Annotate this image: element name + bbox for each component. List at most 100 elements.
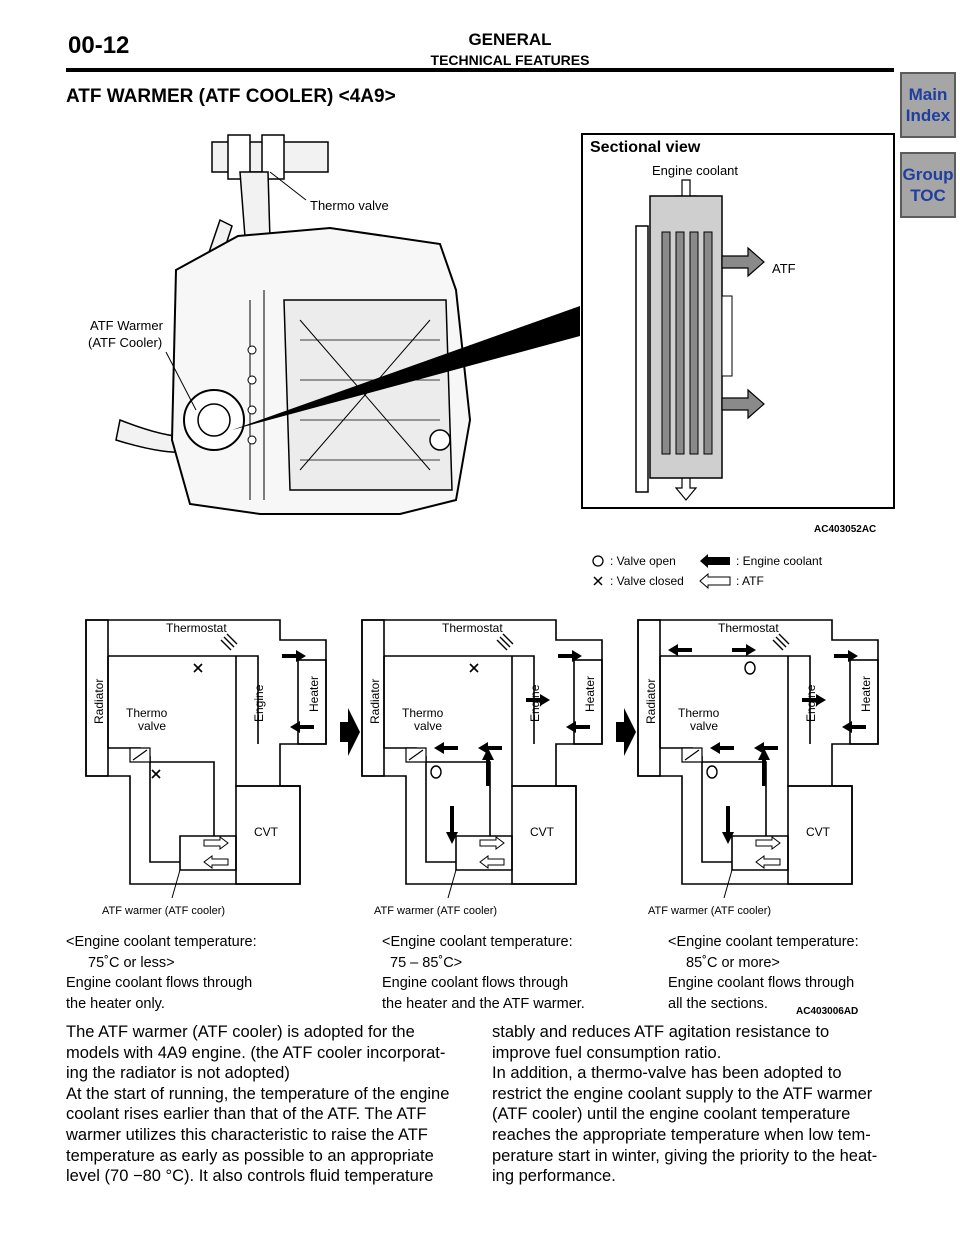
- stage2-caption-line: 75 – 85˚C>: [390, 954, 463, 971]
- stage2-caption-line: the heater and the ATF warmer.: [382, 995, 585, 1012]
- stage3-heater-label: Heater: [859, 676, 873, 712]
- stage3-coolant-arrow: [834, 650, 858, 662]
- stage2-coolant-arrow: [566, 721, 590, 733]
- stage2-thermo-valve-label-2: valve: [414, 719, 442, 733]
- stage2-thermo-valve-label-1: Thermo: [402, 706, 444, 720]
- stage2-valve-open-icon: [430, 765, 442, 779]
- stage2-coolant-arrow: [526, 694, 550, 706]
- stage3-atf-warmer-leader: [723, 869, 733, 899]
- main-index-button[interactable]: Main Index: [900, 72, 956, 138]
- section-pointer: [232, 306, 580, 430]
- transaxle-illustration: [170, 226, 472, 515]
- stage1-heater-box: [297, 659, 327, 745]
- stage3-radiator-box: [637, 619, 661, 777]
- stage2-heater-label: Heater: [583, 676, 597, 712]
- body-line: restrict the engine coolant supply to th…: [492, 1084, 873, 1103]
- stage2-coolant-arrow: [478, 742, 502, 754]
- body-line: In addition, a thermo-valve has been ado…: [492, 1064, 842, 1083]
- stage3-atf-warmer-label: ATF warmer (ATF cooler): [648, 905, 771, 917]
- valve-closed-icon: [593, 576, 603, 586]
- body-line: coolant rises earlier than that of the A…: [66, 1105, 427, 1124]
- stage3-heater-box: [849, 659, 879, 745]
- stage3-coolant-arrow: [668, 644, 692, 656]
- valve-open-icon: [592, 555, 604, 567]
- stage3-cvt-box: [787, 785, 853, 885]
- page-title: ATF WARMER (ATF COOLER) <4A9>: [66, 86, 396, 107]
- group-toc-button[interactable]: Group TOC: [900, 152, 956, 218]
- figure2-code: AC403006AD: [796, 1006, 859, 1017]
- stage3-coolant-arrow: [722, 806, 734, 844]
- stage1-coolant-arrow: [290, 721, 314, 733]
- atf-warmer-label-2: (ATF Cooler): [88, 335, 162, 350]
- stage2-caption-line: Engine coolant flows through: [382, 975, 569, 991]
- stage1-thermo-valve-hatch: [132, 749, 148, 761]
- stage1-valve-closed-icon: [193, 663, 203, 673]
- stage3-circuit-inner: [659, 655, 852, 863]
- stage1-atf-arrow: [203, 855, 229, 869]
- main-index-label-2: Index: [905, 106, 951, 125]
- stage1-cvt-label: CVT: [254, 825, 279, 839]
- stage2-thermostat-icon: [496, 633, 514, 651]
- sectional-view-title: Sectional view: [590, 139, 701, 156]
- engine-coolant-label: Engine coolant: [652, 163, 738, 178]
- stage2-caption: <Engine coolant temperature: 75 – 85˚C> …: [382, 932, 652, 1014]
- stage2-coolant-arrow: [482, 748, 494, 786]
- stage1-caption-line: Engine coolant flows through: [66, 975, 253, 991]
- stage3-thermostat-icon: [772, 633, 790, 651]
- stage3-coolant-arrow: [842, 721, 866, 733]
- figure-atf-warmer-illustration: Thermo valve ATF Warmer (ATF Cooler) Sec…: [88, 133, 895, 590]
- stage3-thermo-valve-label-2: valve: [690, 719, 718, 733]
- stage2-atf-arrow: [479, 855, 505, 869]
- stage3-caption-line: <Engine coolant temperature:: [668, 934, 859, 950]
- body-line: ing the radiator is not adopted): [66, 1064, 290, 1083]
- stage1-caption-line: <Engine coolant temperature:: [66, 934, 257, 950]
- sectional-cooler: [635, 179, 765, 501]
- stage2-cvt-box: [511, 785, 577, 885]
- stage2-coolant-arrow: [446, 806, 458, 844]
- body-line: (ATF cooler) until the engine coolant te…: [492, 1105, 851, 1124]
- body-line: improve fuel consumption ratio.: [492, 1043, 722, 1062]
- stage3-caption-line: Engine coolant flows through: [668, 975, 855, 991]
- stage2-atf-warmer-leader: [447, 869, 457, 899]
- stage2-radiator-label: Radiator: [368, 679, 382, 724]
- stage1-thermo-valve-label-1: Thermo: [126, 706, 168, 720]
- stage3-engine-label: Engine: [804, 684, 818, 722]
- group-toc-label-2: TOC: [910, 186, 946, 205]
- stage1-atf-arrow: [203, 836, 229, 850]
- stage1-coolant-arrow: [282, 650, 306, 662]
- stage3-coolant-arrow: [758, 748, 770, 786]
- stage2-coolant-arrow: [434, 742, 458, 754]
- page-code: 00-12: [68, 32, 130, 59]
- stage3-atf-arrow: [755, 855, 781, 869]
- stage3-thermo-valve-label-1: Thermo: [678, 706, 720, 720]
- stage2-engine-label: Engine: [528, 684, 542, 722]
- stage1-thermostat-label: Thermostat: [166, 621, 227, 635]
- stage1-thermostat-icon: [220, 633, 238, 651]
- stage3-caption: <Engine coolant temperature: 85˚C or mor…: [668, 932, 898, 1014]
- main-index-label-1: Main: [908, 85, 948, 104]
- legend: : Valve open : Valve closed : Engine coo…: [592, 554, 823, 590]
- body-line: perature start in winter, giving the pri…: [492, 1146, 878, 1165]
- body-line: level (70 −80 °C). It also controls flui…: [66, 1167, 434, 1186]
- stage2-thermo-valve-hatch: [408, 749, 424, 761]
- stage2-radiator-box: [361, 619, 385, 777]
- section-title: GENERAL: [468, 30, 552, 49]
- atf-arrow-icon: [699, 572, 731, 590]
- stage1-atf-warmer-leader: [171, 869, 181, 899]
- stage3-atf-arrow: [755, 836, 781, 850]
- thermo-valve-label: Thermo valve: [310, 198, 389, 213]
- stage2-coolant-arrow: [558, 650, 582, 662]
- stage1-engine-label: Engine: [252, 684, 266, 722]
- legend-valve-open: : Valve open: [610, 554, 676, 568]
- stage3-radiator-label: Radiator: [644, 679, 658, 724]
- stage-transition-arrow: [340, 708, 360, 756]
- stage1-thermo-valve-label-2: valve: [138, 719, 166, 733]
- body-text-right: stably and reduces ATF agitation resista…: [492, 1022, 896, 1187]
- stage3-coolant-arrow: [710, 742, 734, 754]
- stage2-atf-warmer-box: [455, 835, 513, 871]
- stage3-caption-line: all the sections.: [668, 995, 768, 1012]
- body-line: models with 4A9 engine. (the ATF cooler …: [66, 1043, 446, 1062]
- stage-transition-arrow: [616, 708, 636, 756]
- stage3-thermostat-label: Thermostat: [718, 621, 779, 635]
